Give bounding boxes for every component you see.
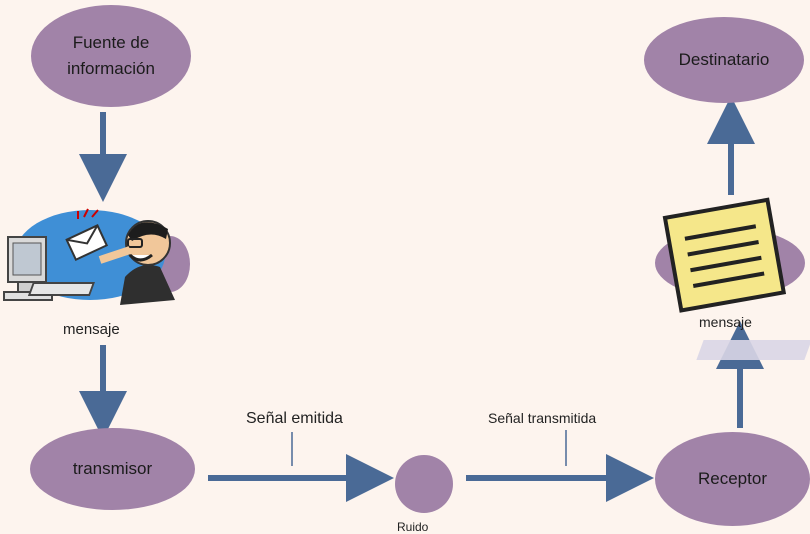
node-receiver-label: Receptor <box>698 469 767 488</box>
signal-emitted-label: Señal emitida <box>246 410 343 427</box>
note-shadow <box>696 340 810 360</box>
node-transmitter-label: transmisor <box>72 459 153 478</box>
node-channel <box>395 455 453 513</box>
note-document-icon <box>662 197 787 313</box>
node-transmitter: transmisor <box>30 428 195 510</box>
node-channel-label: Ruido <box>397 520 429 534</box>
node-source: Fuente de información <box>31 5 191 107</box>
node-source-label: Fuente de información <box>67 33 155 78</box>
signal-transmitted-label: Señal transmitida <box>488 410 597 426</box>
node-destination: Destinatario <box>644 17 804 103</box>
person-computer-email-icon <box>3 208 175 305</box>
message-right-label: mensaje <box>699 314 752 330</box>
message-left-label: mensaje <box>63 321 120 338</box>
node-receiver: Receptor <box>655 432 810 526</box>
node-destination-label: Destinatario <box>678 50 770 69</box>
